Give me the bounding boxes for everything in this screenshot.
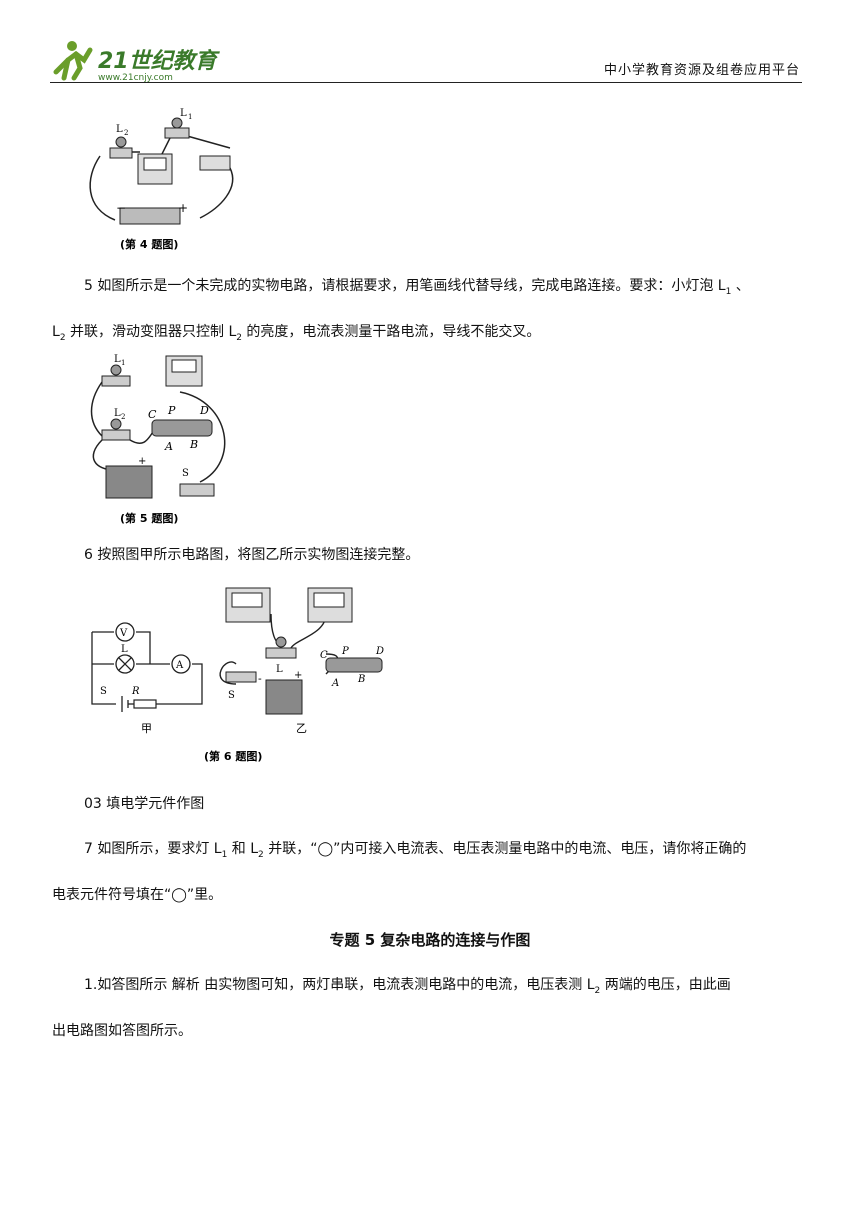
svg-text:S: S — [182, 468, 189, 479]
svg-text:L: L — [180, 108, 187, 119]
svg-text:+: + — [138, 456, 146, 467]
svg-text:B: B — [189, 438, 198, 451]
svg-text:甲: 甲 — [141, 722, 152, 735]
page-header: 21世纪教育 www.21cnjy.com 中小学教育资源及组卷应用平台 — [50, 38, 802, 83]
svg-text:S: S — [100, 686, 107, 697]
svg-text:(第 6 题图): (第 6 题图) — [204, 749, 262, 763]
svg-text:2: 2 — [121, 413, 125, 421]
svg-text:A: A — [175, 660, 184, 671]
svg-text:-: - — [258, 672, 262, 685]
svg-text:A: A — [331, 678, 339, 689]
question-5-line-2: L2 并联，滑动变阻器只控制 L2 的亮度，电流表测量干路电流，导线不能交叉。 — [52, 324, 541, 343]
svg-text:L: L — [121, 644, 128, 655]
svg-text:2: 2 — [124, 129, 128, 137]
svg-text:V: V — [119, 628, 128, 639]
svg-text:+: + — [294, 670, 302, 681]
svg-text:D: D — [375, 646, 384, 657]
svg-text:P: P — [167, 404, 176, 417]
svg-text:L: L — [116, 124, 123, 135]
svg-text:P: P — [341, 646, 349, 657]
topic-title: 专题 5 复杂电路的连接与作图 — [329, 931, 531, 949]
answer-1-line-2: 出电路图如答图所示。 — [52, 1023, 192, 1039]
svg-text:D: D — [199, 404, 209, 417]
question-5-line-1: 5 如图所示是一个未完成的实物电路，请根据要求，用笔画线代替导线，完成电路连接。… — [84, 278, 750, 297]
question-7-line-1: 7 如图所示，要求灯 L1 和 L2 并联，“◯”内可接入电流表、电压表测量电路… — [84, 841, 747, 860]
svg-text:B: B — [357, 674, 365, 685]
svg-text:A: A — [164, 440, 173, 453]
svg-text:(第 5 题图): (第 5 题图) — [120, 511, 178, 525]
figure-6: V L A S R 甲 L - + S C P D A B 乙 (第 6 题图) — [91, 587, 384, 763]
svg-text:R: R — [131, 686, 140, 697]
svg-text:C: C — [148, 408, 157, 421]
logo-21cnjy: 21世纪教育 www.21cnjy.com — [53, 41, 221, 82]
svg-text:L: L — [114, 408, 121, 419]
svg-text:乙: 乙 — [296, 722, 307, 735]
svg-text:www.21cnjy.com: www.21cnjy.com — [98, 73, 173, 82]
svg-text:C: C — [320, 650, 328, 661]
svg-text:L: L — [114, 354, 121, 365]
svg-text:1: 1 — [188, 113, 192, 121]
question-7-line-2: 电表元件符号填在“◯”里。 — [52, 887, 223, 903]
svg-text:+: + — [178, 201, 188, 215]
section-03-heading: 03 填电学元件作图 — [84, 796, 205, 812]
question-6: 6 按照图甲所示电路图，将图乙所示实物图连接完整。 — [84, 547, 420, 563]
svg-text:1: 1 — [121, 359, 125, 367]
svg-text:S: S — [228, 690, 235, 701]
svg-text:(第 4 题图): (第 4 题图) — [120, 237, 178, 251]
platform-name: 中小学教育资源及组卷应用平台 — [603, 63, 800, 78]
svg-text:21世纪教育: 21世纪教育 — [98, 48, 221, 74]
svg-text:−: − — [116, 201, 126, 215]
runner-icon — [53, 41, 93, 81]
svg-text:L: L — [276, 664, 283, 675]
answer-1-line-1: 1.如答图所示 解析 由实物图可知，两灯串联，电流表测电路中的电流，电压表测 L… — [84, 977, 731, 996]
